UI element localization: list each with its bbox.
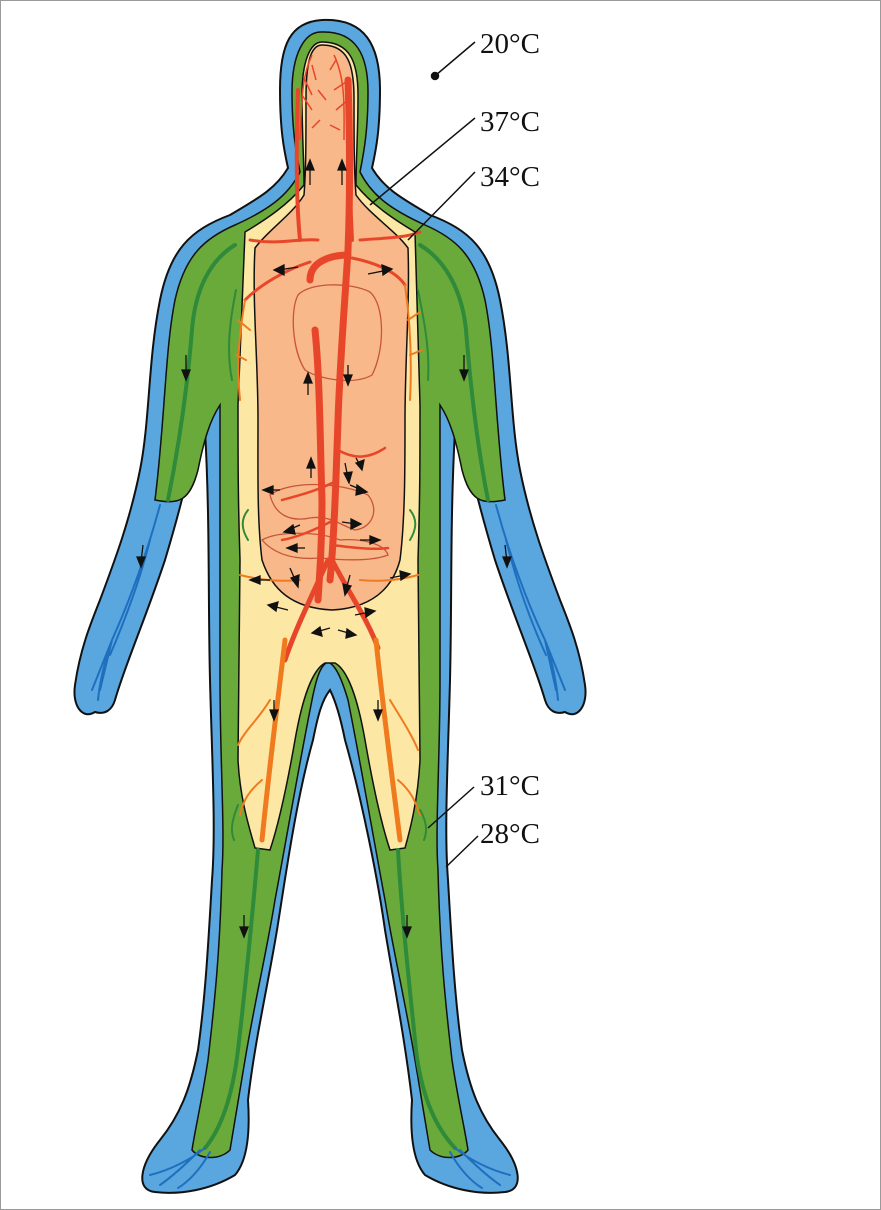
label-inner-temp: 34°C: [480, 161, 540, 193]
leader-core: [370, 118, 475, 205]
leader-ambient: [436, 42, 475, 75]
ambient-dot: [432, 73, 439, 80]
leader-outer: [446, 836, 478, 867]
label-middle-temp: 31°C: [480, 770, 540, 802]
label-ambient-temp: 20°C: [480, 28, 540, 60]
label-outer-temp: 28°C: [480, 818, 540, 850]
label-core-temp: 37°C: [480, 106, 540, 138]
